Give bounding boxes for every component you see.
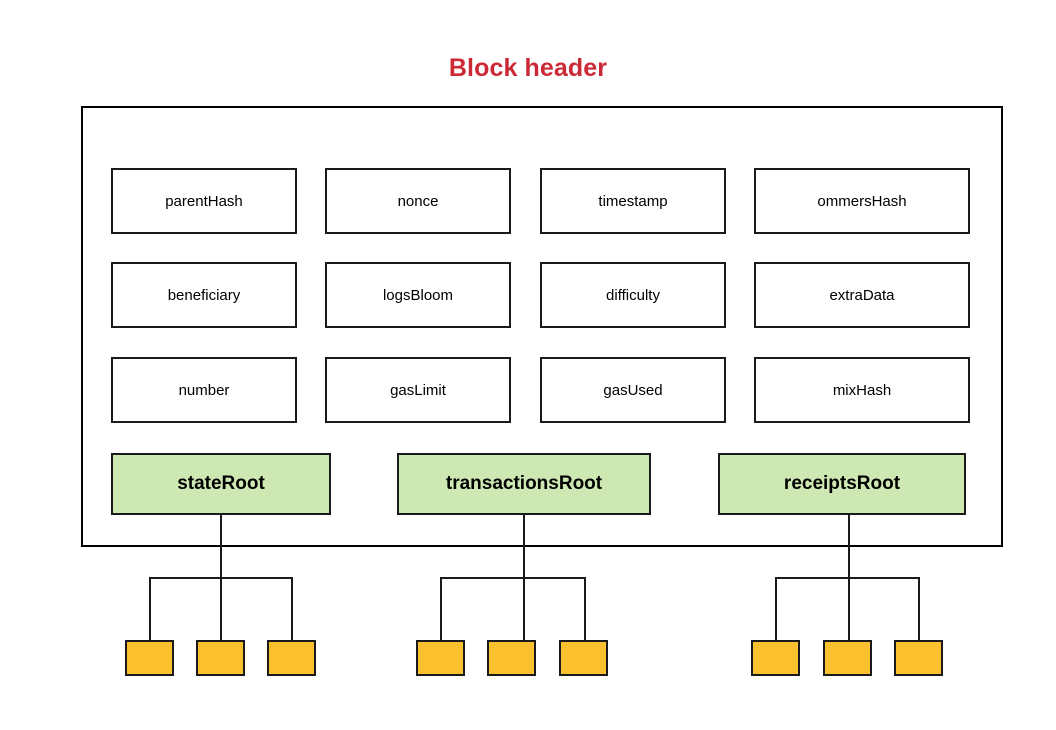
field-box-gaslimit[interactable]: gasLimit	[325, 357, 511, 423]
field-box-logsbloom[interactable]: logsBloom	[325, 262, 511, 328]
tree-trunk-stateroot	[220, 515, 222, 578]
root-box-transactionsroot[interactable]: transactionsRoot	[397, 453, 651, 515]
leaf-box-stateroot-1[interactable]	[125, 640, 174, 676]
field-box-difficulty[interactable]: difficulty	[540, 262, 726, 328]
field-box-parenthash[interactable]: parentHash	[111, 168, 297, 234]
field-box-number[interactable]: number	[111, 357, 297, 423]
field-box-mixhash[interactable]: mixHash	[754, 357, 970, 423]
root-box-stateroot[interactable]: stateRoot	[111, 453, 331, 515]
field-box-beneficiary[interactable]: beneficiary	[111, 262, 297, 328]
field-box-gasused[interactable]: gasUsed	[540, 357, 726, 423]
leaf-box-transactionsroot-3[interactable]	[559, 640, 608, 676]
tree-branch-receiptsroot	[775, 577, 920, 579]
leaf-box-receiptsroot-3[interactable]	[894, 640, 943, 676]
tree-trunk-transactionsroot	[523, 515, 525, 578]
tree-leg-stateroot-2	[220, 577, 222, 642]
leaf-box-transactionsroot-1[interactable]	[416, 640, 465, 676]
tree-leg-stateroot-1	[149, 577, 151, 642]
page-title: Block header	[448, 54, 608, 82]
field-box-ommershash[interactable]: ommersHash	[754, 168, 970, 234]
tree-leg-receiptsroot-3	[918, 577, 920, 642]
tree-leg-transactionsroot-3	[584, 577, 586, 642]
tree-leg-receiptsroot-1	[775, 577, 777, 642]
tree-leg-receiptsroot-2	[848, 577, 850, 642]
leaf-box-transactionsroot-2[interactable]	[487, 640, 536, 676]
tree-leg-transactionsroot-1	[440, 577, 442, 642]
leaf-box-stateroot-2[interactable]	[196, 640, 245, 676]
root-box-receiptsroot[interactable]: receiptsRoot	[718, 453, 966, 515]
field-box-nonce[interactable]: nonce	[325, 168, 511, 234]
field-box-extradata[interactable]: extraData	[754, 262, 970, 328]
leaf-box-receiptsroot-1[interactable]	[751, 640, 800, 676]
leaf-box-stateroot-3[interactable]	[267, 640, 316, 676]
tree-branch-transactionsroot	[440, 577, 586, 579]
tree-trunk-receiptsroot	[848, 515, 850, 578]
field-box-timestamp[interactable]: timestamp	[540, 168, 726, 234]
tree-leg-stateroot-3	[291, 577, 293, 642]
tree-leg-transactionsroot-2	[523, 577, 525, 642]
leaf-box-receiptsroot-2[interactable]	[823, 640, 872, 676]
